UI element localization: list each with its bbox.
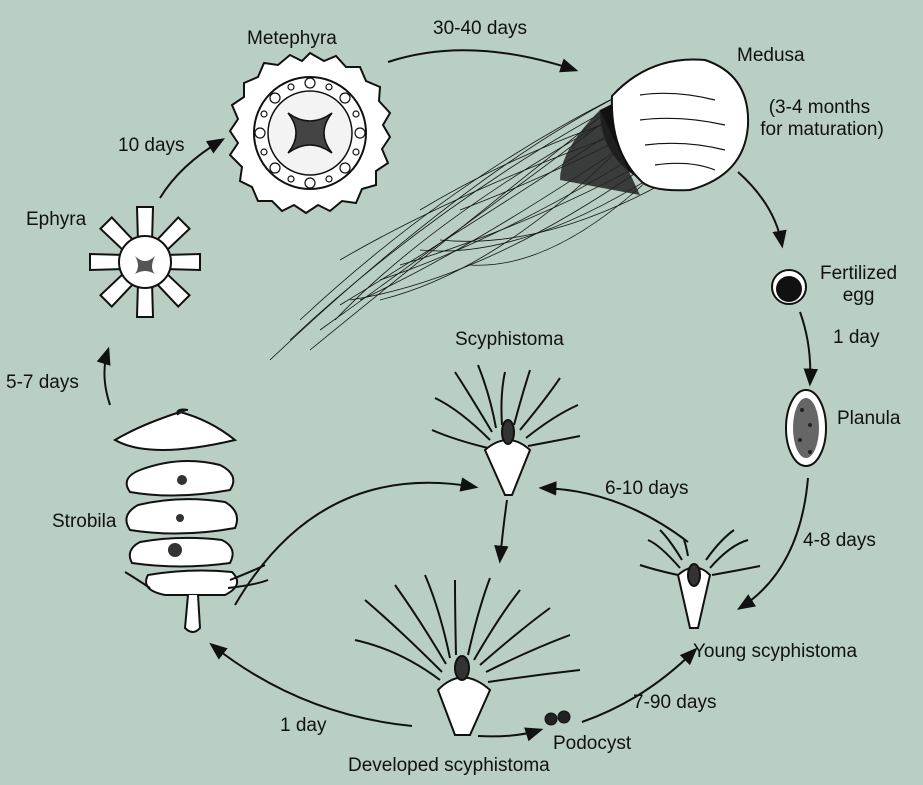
label-duration-7-90: 7-90 days <box>633 692 717 713</box>
label-young-scyphistoma: Young scyphistoma <box>693 641 858 662</box>
arrow-planula-to-young <box>736 477 809 610</box>
arrow-scyphistoma-to-developed <box>494 499 509 564</box>
arrow-medusa-to-egg <box>737 171 787 249</box>
young-scyphistoma-drawing <box>639 529 761 629</box>
label-metephyra: Metephyra <box>247 28 337 49</box>
label-medusa: Medusa <box>737 45 805 66</box>
label-strobila: Strobila <box>52 511 117 532</box>
developed-scyphistoma-drawing <box>354 574 581 736</box>
label-developed-scyphistoma: Developed scyphistoma <box>348 755 550 776</box>
arrow-strobila-to-scyphistoma <box>234 477 479 606</box>
ephyra-drawing <box>89 206 201 318</box>
label-duration-5-7: 5-7 days <box>6 372 79 393</box>
arrow-metephyra-to-medusa <box>387 49 579 73</box>
strobila-drawing <box>113 408 269 633</box>
label-ephyra: Ephyra <box>26 209 87 230</box>
label-duration-egg-1-day: 1 day <box>833 327 880 348</box>
label-duration-10-days: 10 days <box>118 135 185 156</box>
cycle-arrows <box>96 49 818 742</box>
arrow-strobila-to-ephyra <box>96 346 111 406</box>
scyphistoma-drawing <box>431 364 581 496</box>
arrow-developed-to-strobila <box>209 642 413 727</box>
arrow-young-to-scyphistoma <box>538 481 689 543</box>
medusa-drawing <box>269 58 750 361</box>
label-duration-30-40: 30-40 days <box>433 18 528 39</box>
label-duration-developed-1-day: 1 day <box>280 715 327 736</box>
label-duration-6-10: 6-10 days <box>605 478 689 499</box>
fertilized-egg-drawing <box>771 269 807 305</box>
label-planula: Planula <box>837 408 901 429</box>
label-duration-4-8: 4-8 days <box>803 530 876 551</box>
planula-drawing <box>785 389 827 467</box>
label-medusa-note: (3-4 months for maturation) <box>760 97 884 140</box>
arrow-ephyra-to-metephyra <box>159 138 226 199</box>
metephyra-drawing <box>228 51 392 215</box>
label-scyphistoma: Scyphistoma <box>455 329 564 350</box>
arrow-developed-to-podocyst <box>477 727 544 742</box>
label-podocyst: Podocyst <box>553 733 632 754</box>
arrow-egg-to-planula <box>799 311 818 387</box>
podocyst-drawing <box>544 710 571 726</box>
label-fertilized-egg: Fertilized egg <box>820 263 898 306</box>
arrow-podocyst-to-young <box>581 647 698 723</box>
